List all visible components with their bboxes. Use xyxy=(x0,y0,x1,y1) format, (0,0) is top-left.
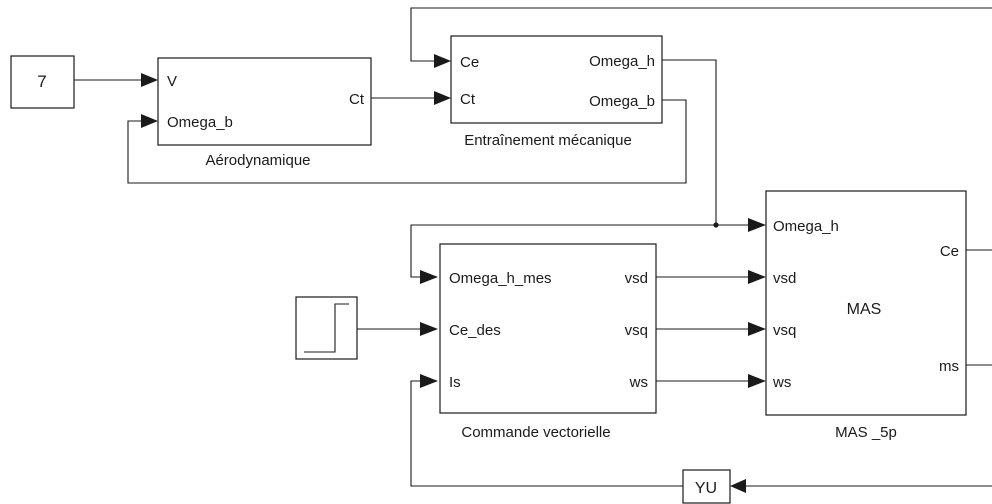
mech-port-omega-h: Omega_h xyxy=(589,53,655,70)
constant-value: 7 xyxy=(37,72,46,91)
mech-port-ce: Ce xyxy=(460,54,479,71)
aero-port-v: V xyxy=(167,73,177,90)
mas-port-ms: ms xyxy=(939,358,959,375)
arrow-ce-des xyxy=(420,322,438,336)
mech-port-omega-b: Omega_b xyxy=(589,93,655,110)
arrowheads xyxy=(141,54,766,493)
arrow-omega-h-mes xyxy=(420,270,438,284)
ctrl-port-omega-h-mes: Omega_h_mes xyxy=(449,270,552,287)
mas-port-vsq: vsq xyxy=(773,322,796,339)
wire-ms-to-yu[interactable] xyxy=(745,364,992,487)
mas-port-omega-h: Omega_h xyxy=(773,218,839,235)
arrow-mas-ws xyxy=(748,374,766,388)
step-source-block[interactable] xyxy=(295,296,358,360)
mas-block[interactable]: Omega_h vsd vsq ws Ce ms MAS xyxy=(765,190,967,416)
arrow-mas-vsq xyxy=(748,322,766,336)
aero-block-name: Aérodynamique xyxy=(205,152,310,169)
aero-port-ct: Ct xyxy=(349,91,365,108)
wire-ce-feedback[interactable] xyxy=(410,7,992,251)
branch-point xyxy=(713,222,719,228)
ctrl-port-ce-des: Ce_des xyxy=(449,322,501,339)
mech-block-name: Entraînement mécanique xyxy=(464,132,632,149)
arrow-v xyxy=(141,73,158,87)
wire-omega-b-feedback[interactable] xyxy=(127,99,687,184)
ctrl-port-ws: ws xyxy=(629,374,648,391)
mech-port-ct: Ct xyxy=(460,91,476,108)
ctrl-port-vsq: vsq xyxy=(625,322,648,339)
aero-port-omega-b: Omega_b xyxy=(167,114,233,131)
yu-block[interactable]: YU xyxy=(682,469,731,504)
mas-port-vsd: vsd xyxy=(773,270,796,287)
step-icon xyxy=(304,303,349,353)
mas-title: MAS xyxy=(847,301,882,318)
arrow-ce-in xyxy=(434,54,451,68)
mas-port-ws: ws xyxy=(772,374,791,391)
aerodynamique-block[interactable]: V Omega_b Ct xyxy=(157,57,372,146)
commande-vectorielle-block[interactable]: Omega_h_mes Ce_des Is vsd vsq ws xyxy=(439,243,657,414)
arrow-omega-b-in xyxy=(141,114,158,128)
arrow-is xyxy=(420,374,438,388)
entrainement-mecanique-block[interactable]: Ce Ct Omega_h Omega_b xyxy=(450,35,663,124)
ctrl-port-is: Is xyxy=(449,374,461,391)
mas-block-name: MAS _5p xyxy=(835,424,897,441)
arrow-ct-in xyxy=(434,91,451,105)
ctrl-block-name: Commande vectorielle xyxy=(461,424,610,441)
arrow-mas-omega-h xyxy=(748,218,766,232)
mas-port-ce: Ce xyxy=(940,243,959,260)
yu-label: YU xyxy=(695,480,717,497)
arrow-yu-in xyxy=(730,479,746,493)
arrow-mas-vsd xyxy=(748,270,766,284)
constant-block[interactable]: 7 xyxy=(10,55,75,109)
ctrl-port-vsd: vsd xyxy=(625,270,648,287)
